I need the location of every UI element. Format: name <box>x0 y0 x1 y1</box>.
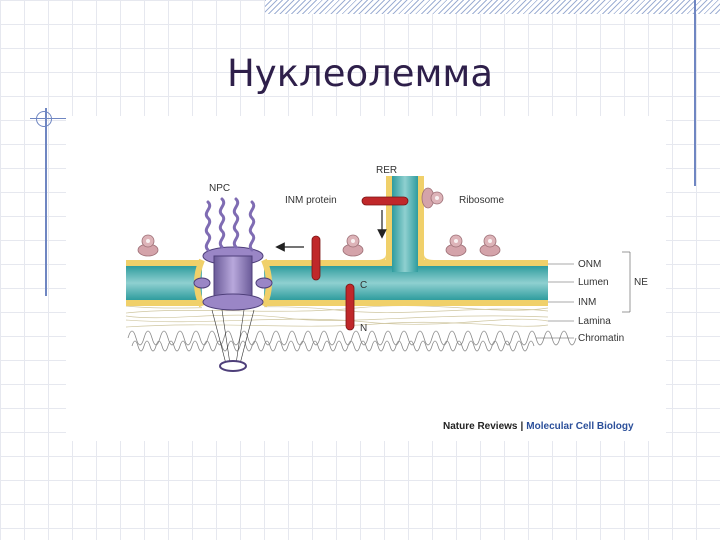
rer-label: RER <box>376 165 397 176</box>
ribosome-label: Ribosome <box>459 195 504 206</box>
ribosome-1 <box>137 234 159 257</box>
onm-label: ONM <box>578 259 601 270</box>
npc <box>193 197 273 372</box>
inm-protein-inm <box>345 283 355 331</box>
lumen-label: Lumen <box>578 277 609 288</box>
inm-label: INM <box>578 297 596 308</box>
c-terminus-label: C <box>360 280 367 291</box>
nuclear-envelope-figure: NPC INM protein RER Ribosome C N ONM Lum… <box>66 116 666 441</box>
npc-label: NPC <box>209 183 230 194</box>
credit-journal: Molecular Cell Biology <box>526 421 634 432</box>
ribosome-4 <box>479 234 501 257</box>
rer-lumen <box>392 176 418 272</box>
left-accent-line <box>45 108 47 296</box>
chromatin-label: Chromatin <box>578 333 624 344</box>
ne-label: NE <box>634 277 648 288</box>
lamina-label: Lamina <box>578 316 611 327</box>
right-accent-line <box>694 0 696 186</box>
credit-publisher: Nature Reviews <box>443 421 518 432</box>
chromatin <box>127 330 577 352</box>
figure-credit: Nature Reviews|Molecular Cell Biology <box>443 421 634 432</box>
inm-protein-rer <box>361 196 409 206</box>
ribosome-rer <box>421 187 444 209</box>
n-terminus-label: N <box>360 323 367 334</box>
left-crosshair-circle <box>36 111 52 127</box>
nuclear-envelope-diagram: NPC INM protein RER Ribosome C N ONM Lum… <box>125 165 648 372</box>
header-hatch-bar <box>265 0 720 14</box>
inm-protein-onm <box>311 235 321 281</box>
ribosome-3 <box>445 234 467 257</box>
slide-title: Нуклеолемма <box>226 52 494 95</box>
ribosome-2 <box>342 234 364 257</box>
perinuclear-lumen <box>126 266 548 300</box>
lamina <box>125 305 549 328</box>
inm-protein-label: INM protein <box>285 195 337 206</box>
